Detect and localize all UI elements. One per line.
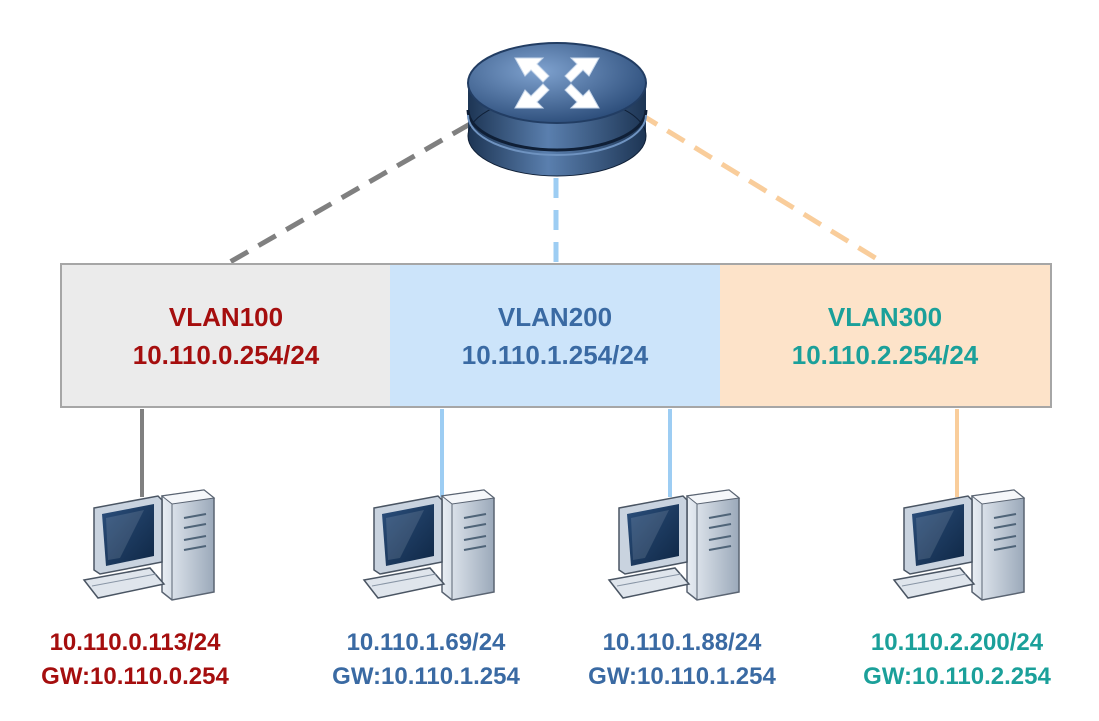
desktop-computer-icon [608,489,740,601]
vlan-name: VLAN300 [827,301,943,332]
router-link-vlan300 [638,111,884,265]
host-ip: 10.110.2.200/24 [870,629,1044,656]
host-address-label: 10.110.1.69/24 GW:10.110.1.254 [296,626,556,694]
vlan-box-vlan100: VLAN100 10.110.0.254/24 [60,263,392,408]
vlan-name: VLAN100 [168,301,284,332]
vlan-gateway-ip: 10.110.1.254/24 [461,339,649,370]
host-gateway: GW:10.110.1.254 [332,663,520,690]
vlan-name: VLAN200 [497,301,613,332]
host-ip: 10.110.1.69/24 [346,629,506,656]
host-ip: 10.110.0.113/24 [49,629,221,656]
desktop-computer-icon [83,489,215,601]
desktop-computer-icon [893,489,1025,601]
vlan-box-vlan300: VLAN300 10.110.2.254/24 [720,263,1052,408]
vlan-box-vlan200: VLAN200 10.110.1.254/24 [390,263,722,408]
host-gateway: GW:10.110.0.254 [41,663,229,690]
host-gateway: GW:10.110.2.254 [863,663,1051,690]
vlan-gateway-ip: 10.110.2.254/24 [791,339,979,370]
host-address-label: 10.110.1.88/24 GW:10.110.1.254 [552,626,812,694]
host-gateway: GW:10.110.1.254 [588,663,776,690]
router-link-vlan100 [228,121,472,265]
router-icon [466,42,648,177]
vlan-gateway-ip: 10.110.0.254/24 [132,339,320,370]
host-address-label: 10.110.2.200/24 GW:10.110.2.254 [827,626,1087,694]
host-address-label: 10.110.0.113/24 GW:10.110.0.254 [5,626,265,694]
host-ip: 10.110.1.88/24 [602,629,762,656]
desktop-computer-icon [363,489,495,601]
